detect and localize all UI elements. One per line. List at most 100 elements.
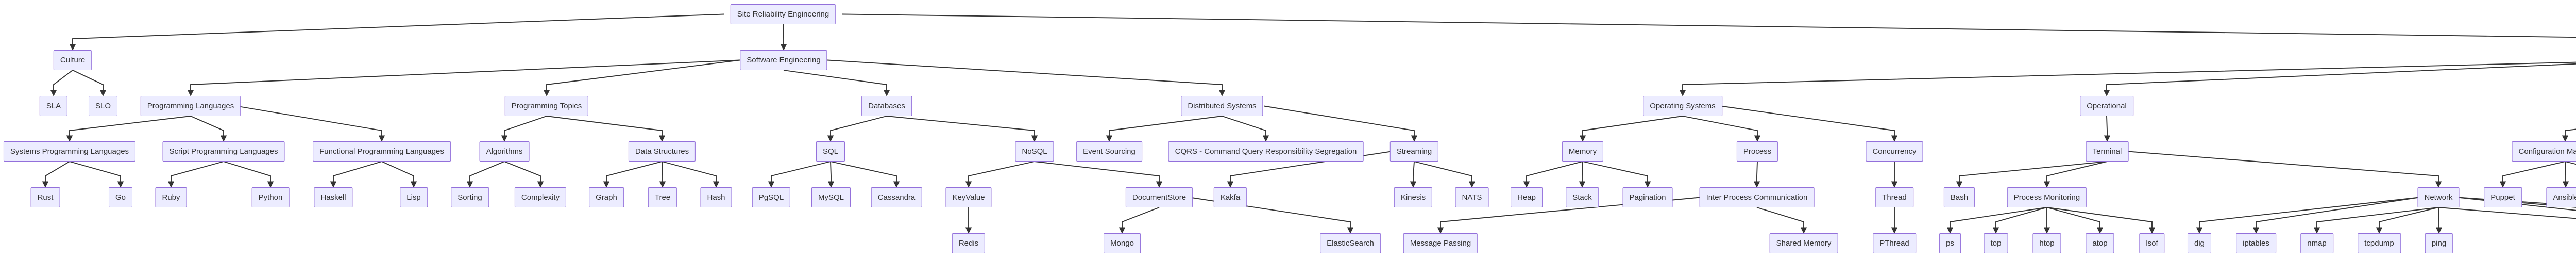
edge-sre-to-operations: [842, 13, 2576, 38]
edge-network-to-ping: [2435, 207, 2443, 234]
node-graph: Graph: [589, 187, 624, 207]
node-lsof: lsof: [2139, 233, 2165, 253]
edge-data-structures-to-tree: [659, 161, 666, 188]
edge-network-to-traceroute: [2458, 197, 2576, 211]
edge-software-engineering-to-programming-languages: [187, 59, 740, 96]
edge-culture-to-sla: [50, 70, 73, 96]
edge-network-to-mtr: [2438, 207, 2576, 219]
node-htop: htop: [2032, 233, 2061, 253]
edge-functional-programming-languages-to-lisp: [381, 161, 417, 188]
edge-terminal-to-process-monitoring: [2043, 161, 2108, 188]
edge-operations-to-operating-systems: [1679, 61, 2576, 96]
node-iptables: iptables: [2236, 233, 2276, 253]
edge-culture-to-slo: [72, 70, 107, 96]
edge-streaming-to-nats: [1414, 161, 1476, 188]
edge-algorithms-to-complexity: [504, 161, 544, 188]
node-documentstore: DocumentStore: [1125, 187, 1193, 207]
node-shared-memory: Shared Memory: [1769, 233, 1838, 253]
node-slo: SLO: [88, 96, 118, 116]
node-cqrs: CQRS - Command Query Responsibility Segr…: [1168, 141, 1364, 162]
edge-documentstore-to-mongo: [1118, 207, 1160, 234]
node-atop: atop: [2086, 233, 2114, 253]
node-ruby: Ruby: [155, 187, 187, 207]
edge-data-structures-to-graph: [603, 161, 663, 188]
edge-databases-to-nosql: [886, 116, 1038, 142]
edge-streaming-to-kinesis: [1410, 161, 1417, 188]
edge-algorithms-to-sorting: [466, 161, 505, 188]
node-stack: Stack: [1566, 187, 1599, 207]
node-terminal: Terminal: [2086, 141, 2129, 162]
node-bash: Bash: [1943, 187, 1975, 207]
node-redis: Redis: [952, 233, 986, 253]
edge-nosql-to-keyvalue: [965, 161, 1035, 188]
edge-programming-languages-to-systems-programming-languages: [66, 116, 191, 142]
edge-process-monitoring-to-lsof: [2046, 207, 2156, 234]
node-ps: ps: [1939, 233, 1961, 253]
node-configuration-management: Configuration Management: [2512, 141, 2576, 162]
edge-nosql-to-documentstore: [1034, 161, 1163, 188]
node-python: Python: [251, 187, 290, 207]
node-memory: Memory: [1562, 141, 1604, 162]
node-sla: SLA: [39, 96, 68, 116]
node-databases: Databases: [861, 96, 912, 116]
node-rust: Rust: [30, 187, 60, 207]
node-nmap: nmap: [2300, 233, 2333, 253]
edge-programming-languages-to-functional-programming-languages: [236, 105, 385, 142]
edge-memory-to-pagination: [1582, 161, 1651, 188]
edge-distributed-systems-to-cqrs: [1222, 116, 1269, 142]
edge-sre-to-software-engineering: [780, 24, 787, 51]
edge-operating-systems-to-concurrency: [1720, 105, 1898, 142]
node-culture: Culture: [53, 50, 92, 70]
node-keyvalue: KeyValue: [945, 187, 992, 207]
edge-inter-process-communication-to-message-passing: [1437, 197, 1700, 234]
edge-process-monitoring-to-top: [1992, 207, 2047, 234]
node-mysql: MySQL: [811, 187, 851, 207]
edge-distributed-systems-to-event-sourcing: [1106, 116, 1223, 142]
node-nats: NATS: [1455, 187, 1489, 207]
edge-terminal-to-bash: [1956, 161, 2108, 188]
node-cassandra: Cassandra: [871, 187, 922, 207]
node-pthread: PThread: [1873, 233, 1916, 253]
node-haskell: Haskell: [314, 187, 353, 207]
node-sorting: Sorting: [451, 187, 489, 207]
edge-memory-to-stack: [1579, 161, 1586, 188]
node-programming-languages: Programming Languages: [140, 96, 241, 116]
node-concurrency: Concurrency: [1866, 141, 1923, 162]
edge-process-monitoring-to-atop: [2046, 207, 2104, 234]
node-process: Process: [1736, 141, 1778, 162]
edge-inter-process-communication-to-shared-memory: [1756, 207, 1807, 234]
node-sre: Site Reliability Engineering: [730, 4, 836, 24]
node-distributed-systems: Distributed Systems: [1181, 96, 1263, 116]
edge-network-to-dig: [2196, 197, 2419, 234]
node-pagination: Pagination: [1622, 187, 1673, 207]
node-top: top: [1984, 233, 2008, 253]
node-hash: Hash: [700, 187, 732, 207]
node-inter-process-communication: Inter Process Communication: [1699, 187, 1815, 207]
edge-operations-to-operational: [2103, 63, 2576, 96]
node-kinesis: Kinesis: [1394, 187, 1433, 207]
edge-memory-to-heap: [1523, 161, 1583, 188]
edge-network-to-nmap: [2313, 207, 2439, 234]
edge-software-engineering-to-distributed-systems: [827, 59, 1226, 96]
edge-network-to-iptables: [2252, 197, 2419, 234]
edge-script-programming-languages-to-ruby: [167, 161, 224, 188]
edge-programming-languages-to-script-programming-languages: [190, 116, 227, 142]
edge-process-monitoring-to-ps: [1946, 207, 2047, 234]
node-programming-topics: Programming Topics: [504, 96, 589, 116]
node-process-monitoring: Process Monitoring: [2007, 187, 2087, 207]
node-data-structures: Data Structures: [628, 141, 696, 162]
node-thread: Thread: [1875, 187, 1913, 207]
node-sql: SQL: [816, 141, 845, 162]
node-operational: Operational: [2080, 96, 2133, 116]
node-network: Network: [2417, 187, 2460, 207]
node-algorithms: Algorithms: [479, 141, 530, 162]
node-kakfa: Kakfa: [1213, 187, 1247, 207]
edge-sre-to-culture: [69, 13, 724, 51]
node-tcpdump: tcpdump: [2358, 233, 2401, 253]
node-pgsql: PgSQL: [752, 187, 791, 207]
node-mongo: Mongo: [1104, 233, 1141, 253]
node-go: Go: [108, 187, 133, 207]
node-dig: dig: [2187, 233, 2212, 253]
edge-configuration-management-to-chef: [2565, 161, 2576, 165]
node-elasticsearch: ElasticSearch: [1320, 233, 1381, 253]
